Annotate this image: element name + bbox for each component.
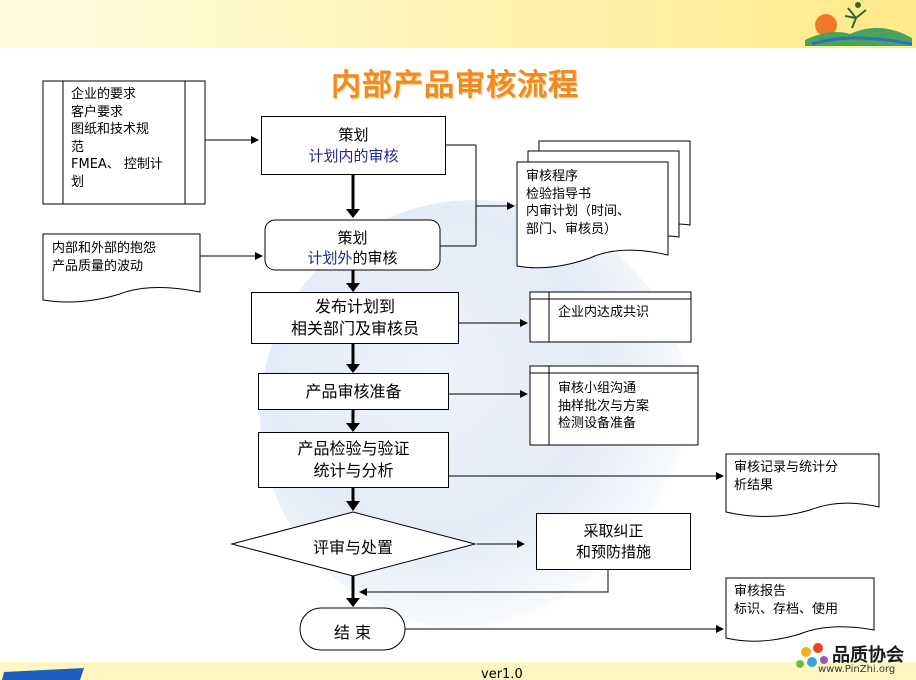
main-flow-arrowheads — [346, 209, 360, 607]
publish-box: 发布计划到 相关部门及审核员 — [251, 292, 459, 344]
complaints-text: 内部和外部的抱怨 产品质量的波动 — [52, 240, 198, 275]
document-item: 内审计划（时间、 — [526, 204, 631, 220]
brand-url: www.PinZhi.org — [818, 664, 896, 675]
requirements-input-box — [42, 80, 206, 205]
corrective-box: 采取纠正 和预防措施 — [536, 513, 691, 570]
document-item: 审核程序 — [526, 169, 579, 184]
review-label: 评审与处置 — [312, 538, 393, 557]
report-text: 审核报告 标识、存档、使用 — [734, 583, 872, 618]
corrective-line2: 和预防措施 — [575, 542, 651, 561]
publish-line1: 发布计划到 — [314, 297, 395, 317]
records-item: 析结果 — [734, 477, 774, 493]
complaints-document — [42, 233, 201, 303]
bottom-banner — [0, 662, 916, 680]
preparation-text: 审核小组沟通 抽样批次与方案 检测设备准备 — [558, 380, 696, 433]
records-item: 审核记录与统计分 — [734, 460, 839, 475]
preparation-box — [529, 365, 699, 446]
inspect-line2: 统计与分析 — [313, 461, 394, 480]
plan-external-text: 策划 计划外的审核 — [265, 228, 440, 269]
consensus-box — [529, 291, 692, 343]
plan-external-subtitle-highlight: 计划外 — [307, 249, 353, 268]
prepare-label: 产品审核准备 — [305, 381, 402, 401]
inspect-line1: 产品检验与验证 — [297, 439, 410, 459]
review-decision-diamond — [230, 511, 477, 577]
report-item: 审核报告 — [734, 584, 787, 599]
report-document — [725, 577, 875, 642]
inspect-box: 产品检验与验证 统计与分析 — [258, 432, 449, 488]
end-label: 结 束 — [333, 623, 372, 642]
version-label: ver1.0 — [481, 667, 523, 680]
complaint-item: 产品质量的波动 — [52, 258, 144, 274]
plan-internal-box: 策划 计划内的审核 — [261, 116, 446, 175]
preparation-item: 抽样批次与方案 — [558, 398, 650, 414]
bracket-plan-to-documents — [440, 144, 515, 247]
document-item: 检验指导书 — [526, 186, 592, 202]
requirement-item: 范 — [71, 139, 85, 155]
corrective-line1: 采取纠正 — [583, 522, 644, 541]
plan-internal-title: 策划 — [338, 126, 369, 145]
document-item: 部门、审核员） — [526, 221, 618, 237]
requirement-item: 企业的要求 — [71, 87, 137, 102]
consensus-text: 企业内达成共识 — [558, 305, 650, 320]
documents-text: 审核程序 检验指导书 内审计划（时间、 部门、审核员） — [526, 168, 666, 238]
top-banner — [0, 0, 916, 48]
documents-stack — [516, 140, 691, 269]
records-text: 审核记录与统计分 析结果 — [734, 459, 876, 494]
plan-external-subtitle-rest: 的审核 — [352, 249, 398, 268]
report-item: 标识、存档、使用 — [734, 601, 839, 617]
requirement-item: FMEA、 控制计 — [71, 157, 163, 173]
prepare-box: 产品审核准备 — [258, 373, 449, 410]
publish-line2: 相关部门及审核员 — [290, 319, 419, 338]
arrow-corrective-back-to-flow — [359, 570, 609, 596]
requirements-text: 企业的要求 客户要求 图纸和技术规 范 FMEA、 控制计 划 — [71, 86, 183, 191]
brand-name: 品质协会 — [832, 645, 904, 666]
records-document — [725, 453, 880, 517]
plan-external-title: 策划 — [337, 229, 368, 247]
requirement-item: 划 — [71, 174, 85, 190]
requirement-item: 客户要求 — [71, 104, 124, 120]
page-title: 内部产品审核流程 — [331, 68, 579, 103]
plan-internal-subtitle: 计划内的审核 — [308, 146, 399, 165]
requirement-item: 图纸和技术规 — [71, 122, 150, 138]
preparation-item: 检测设备准备 — [558, 416, 637, 432]
complaint-item: 内部和外部的抱怨 — [52, 241, 157, 256]
preparation-item: 审核小组沟通 — [558, 381, 637, 396]
